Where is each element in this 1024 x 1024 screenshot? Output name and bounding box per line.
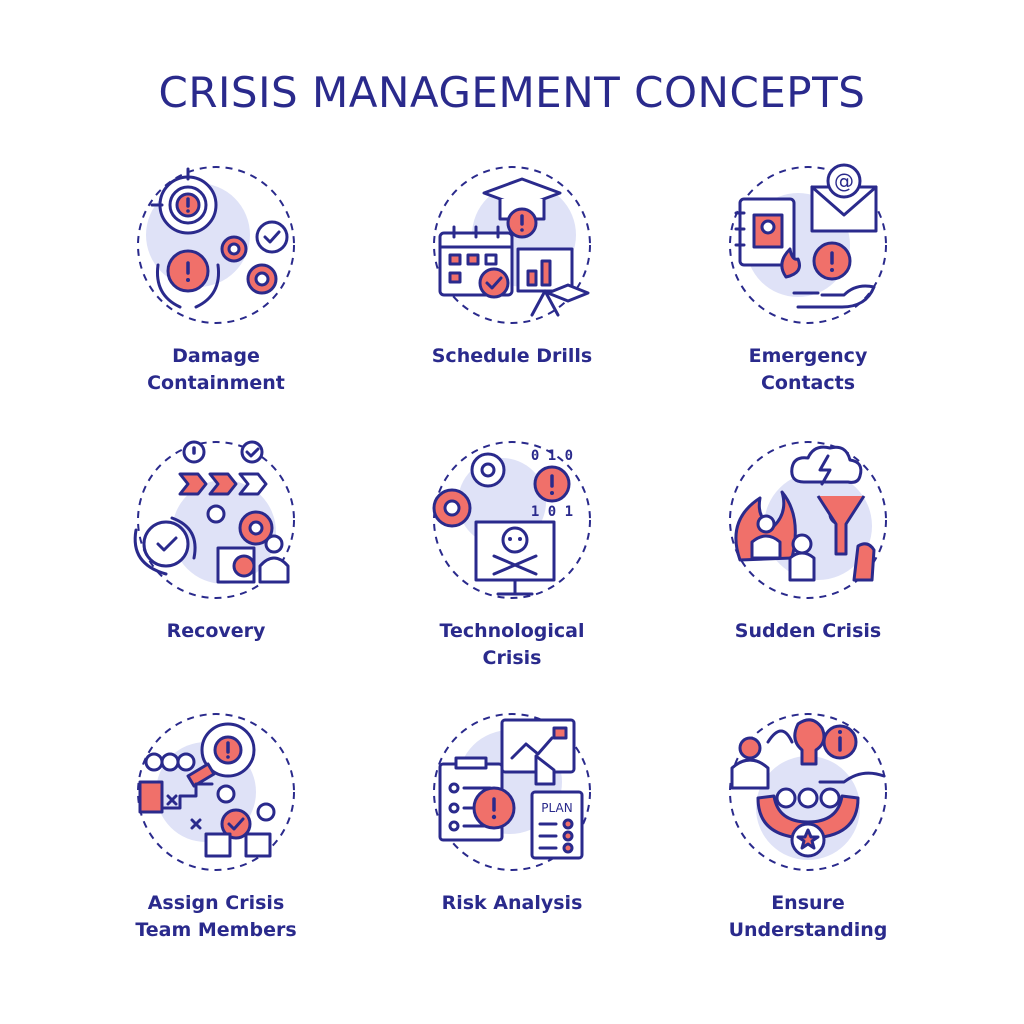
ensure-understanding-icon: [729, 713, 887, 871]
concept-label: Ensure Understanding: [728, 892, 888, 941]
concept-label: Recovery: [166, 620, 266, 642]
sudden-crisis-icon: [729, 441, 887, 599]
concept-emergency-contacts: @ Emergency Contacts: [658, 163, 958, 435]
concept-label: Damage Containment: [147, 345, 285, 394]
page-title: CRISIS MANAGEMENT CONCEPTS: [158, 68, 866, 117]
technological-crisis-icon: 0 1 0 1 0 1: [432, 441, 591, 599]
concept-schedule-drills: Schedule Drills: [362, 165, 662, 435]
risk-analysis-icon: PLAN: [433, 713, 591, 871]
concept-label: Emergency Contacts: [748, 345, 868, 394]
concept-sudden-crisis: Sudden Crisis: [658, 440, 958, 710]
concept-risk-analysis: PLAN Risk Analysis: [362, 712, 662, 982]
binary-text: 1 0 1: [531, 504, 573, 520]
concept-assign-crisis-team-members: Assign Crisis Team Members: [66, 712, 366, 982]
damage-containment-icon: [137, 166, 295, 324]
emergency-contacts-icon: @: [729, 163, 887, 324]
binary-text: 0 1 0: [531, 448, 573, 464]
concept-ensure-understanding: Ensure Understanding: [658, 712, 958, 982]
concept-label: Technological Crisis: [439, 620, 585, 669]
concept-technological-crisis: 0 1 0 1 0 1 Technological Crisis: [362, 440, 662, 710]
recovery-icon: [133, 440, 295, 599]
at-symbol: @: [834, 169, 854, 193]
plan-text: PLAN: [541, 801, 572, 815]
concept-label: Risk Analysis: [441, 892, 583, 914]
concept-label: Schedule Drills: [431, 345, 593, 367]
assign-team-icon: [137, 713, 295, 871]
concept-label: Assign Crisis Team Members: [135, 892, 297, 941]
concept-damage-containment: Damage Containment: [66, 165, 366, 435]
schedule-drills-icon: [433, 166, 591, 324]
concept-recovery: Recovery: [66, 440, 366, 710]
concept-label: Sudden Crisis: [734, 620, 882, 642]
